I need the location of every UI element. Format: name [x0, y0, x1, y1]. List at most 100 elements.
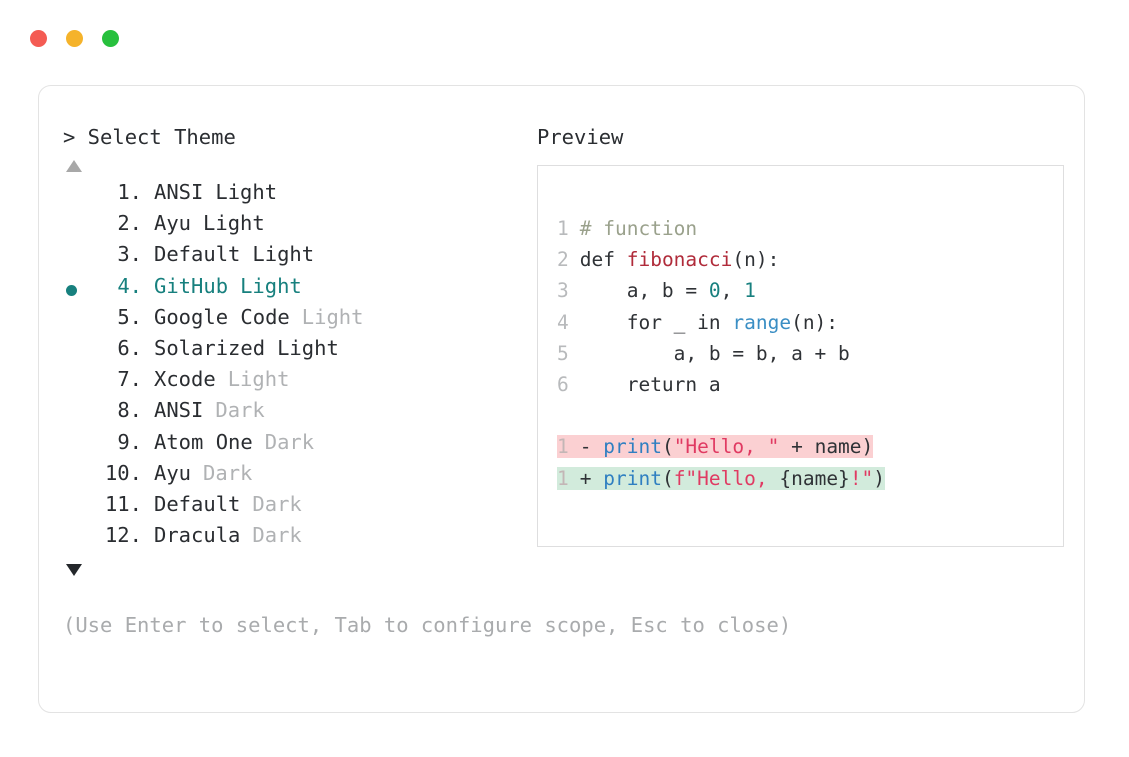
code-token: + name): [779, 435, 874, 459]
code-token: 1: [744, 279, 756, 303]
theme-item-name: Solarized: [154, 335, 266, 360]
code-token: a, b =: [579, 279, 709, 303]
code-token: "Hello, ": [673, 435, 780, 459]
code-line: 4 for _ in range(n):: [557, 307, 885, 338]
preview-title: Preview: [537, 125, 624, 149]
theme-item-name: Ayu: [154, 211, 192, 236]
theme-item-variant: Light: [227, 367, 290, 392]
triangle-down-icon[interactable]: [66, 564, 82, 577]
theme-list-item[interactable]: 8. ANSI Dark: [63, 398, 523, 429]
theme-item-index: 10.: [104, 460, 142, 485]
selection-bullet-cell: [63, 211, 93, 242]
code-token: fibonacci: [626, 248, 733, 272]
code-gutter-space: [568, 373, 580, 396]
code-token: f"Hello,: [673, 466, 780, 490]
theme-item-name: GitHub: [154, 273, 229, 298]
code-token: print: [603, 466, 662, 490]
code-token: for _ in: [579, 310, 733, 334]
minimize-dot[interactable]: [66, 30, 83, 47]
code-token: range: [732, 310, 792, 334]
theme-item-variant: Dark: [252, 491, 302, 516]
theme-list-item[interactable]: 11. Default Dark: [63, 492, 523, 523]
select-theme-title: > Select Theme: [63, 125, 236, 149]
code-line: 2 def fibonacci(n):: [557, 244, 885, 275]
theme-item-variant: Dark: [203, 460, 253, 485]
selection-bullet-cell: [63, 398, 93, 429]
selection-bullet-cell: [63, 461, 93, 492]
code-token: def: [579, 248, 627, 272]
selection-bullet-cell: [63, 336, 93, 367]
code-token: # function: [579, 217, 698, 240]
code-gutter-space: [568, 342, 580, 365]
theme-item-index: 3.: [117, 242, 142, 267]
line-number: 1: [557, 217, 569, 240]
theme-item-index: 12.: [104, 523, 142, 548]
code-token: (n):: [732, 248, 780, 272]
theme-list-item[interactable]: 2. Ayu Light: [63, 211, 523, 242]
selection-bullet-cell: [63, 242, 93, 273]
theme-item-index: 6.: [117, 335, 142, 360]
maximize-dot[interactable]: [102, 30, 119, 47]
theme-item-name: Default: [154, 242, 241, 267]
keyboard-hint: (Use Enter to select, Tab to configure s…: [63, 613, 792, 637]
selection-bullet-cell: [63, 367, 93, 398]
theme-item-variant: Dark: [215, 398, 265, 423]
theme-item-name: ANSI: [154, 180, 204, 204]
diff-highlight: 1 - print("Hello, " + name): [557, 435, 874, 459]
code-token: print: [603, 435, 662, 459]
code-line: 1 # function: [557, 213, 885, 244]
theme-item-index: 7.: [117, 367, 142, 392]
code-token: (: [661, 435, 674, 459]
selection-bullet-cell: [63, 492, 93, 523]
theme-item-name: ANSI: [154, 398, 204, 423]
code-gutter-space: [568, 217, 580, 240]
code-blank-line: [557, 400, 885, 431]
theme-item-name: Atom One: [154, 429, 253, 454]
line-number: 3: [557, 279, 569, 303]
code-gutter-space: [568, 279, 580, 302]
close-dot[interactable]: [30, 30, 47, 47]
theme-item-variant: Dark: [264, 429, 315, 454]
code-token: (: [661, 466, 674, 490]
scroll-down-row[interactable]: [63, 556, 523, 586]
code-token: return a: [579, 372, 721, 396]
line-number: 6: [557, 372, 569, 396]
theme-item-variant: Dark: [252, 523, 302, 548]
theme-item-variant: Light: [252, 242, 315, 267]
triangle-up-icon[interactable]: [66, 160, 82, 172]
theme-list-item[interactable]: 3. Default Light: [63, 242, 523, 273]
code-token: ,: [720, 279, 745, 303]
diff-line-number: 1: [557, 435, 569, 459]
theme-item-index: 2.: [117, 211, 142, 236]
code-line: 6 return a: [557, 369, 885, 400]
scroll-up-row[interactable]: [63, 150, 523, 177]
theme-item-name: Dracula: [154, 523, 241, 548]
theme-item-name: Default: [154, 491, 241, 516]
code-line: 3 a, b = 0, 1: [557, 275, 885, 306]
code-gutter-space: [568, 311, 580, 334]
theme-item-index: 8.: [117, 398, 142, 423]
line-number: 2: [557, 248, 569, 272]
diff-highlight: 1 + print(f"Hello, {name}!"): [557, 466, 886, 490]
line-number: 4: [557, 310, 569, 334]
code-token: ): [873, 466, 886, 490]
code-token: a, b = b, a + b: [579, 341, 850, 365]
theme-item-variant: Light: [203, 211, 265, 236]
selection-bullet-cell: [63, 274, 93, 305]
theme-item-index: 11.: [104, 491, 142, 516]
diff-line-number: 1: [557, 466, 569, 490]
selection-bullet-cell: [63, 305, 93, 336]
theme-list-item[interactable]: 12. Dracula Dark: [63, 523, 523, 554]
code-gutter-space: [568, 248, 580, 271]
diff-line: 1 + print(f"Hello, {name}!"): [557, 463, 886, 494]
